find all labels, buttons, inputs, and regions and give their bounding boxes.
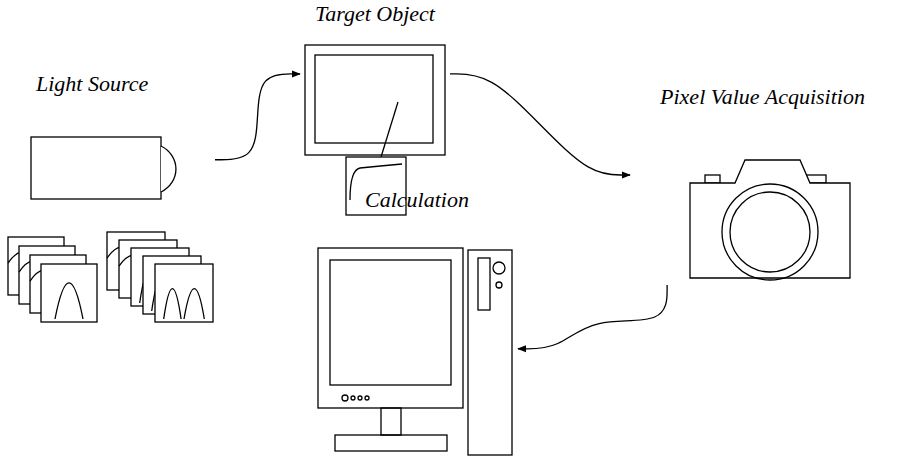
light-source-lamp <box>31 137 176 199</box>
camera-icon <box>690 160 850 280</box>
spectrum-panel <box>41 264 97 322</box>
node-heading: Light Source <box>36 72 148 96</box>
spectrum-panel <box>155 264 213 322</box>
illustration-node: Pixel Value Acquisition <box>630 85 895 285</box>
computer-icon <box>318 248 512 455</box>
illustration-node: Calculation <box>318 188 518 456</box>
curved-arrow <box>215 74 300 160</box>
node-heading: Pixel Value Acquisition <box>660 85 865 109</box>
node-heading: Calculation <box>365 188 469 212</box>
curved-arrow <box>450 74 630 175</box>
spectrum-panels <box>8 232 213 322</box>
curved-arrow <box>518 285 667 349</box>
node-heading: Target Object <box>315 2 435 26</box>
illustration-node: Light Source <box>20 72 215 207</box>
